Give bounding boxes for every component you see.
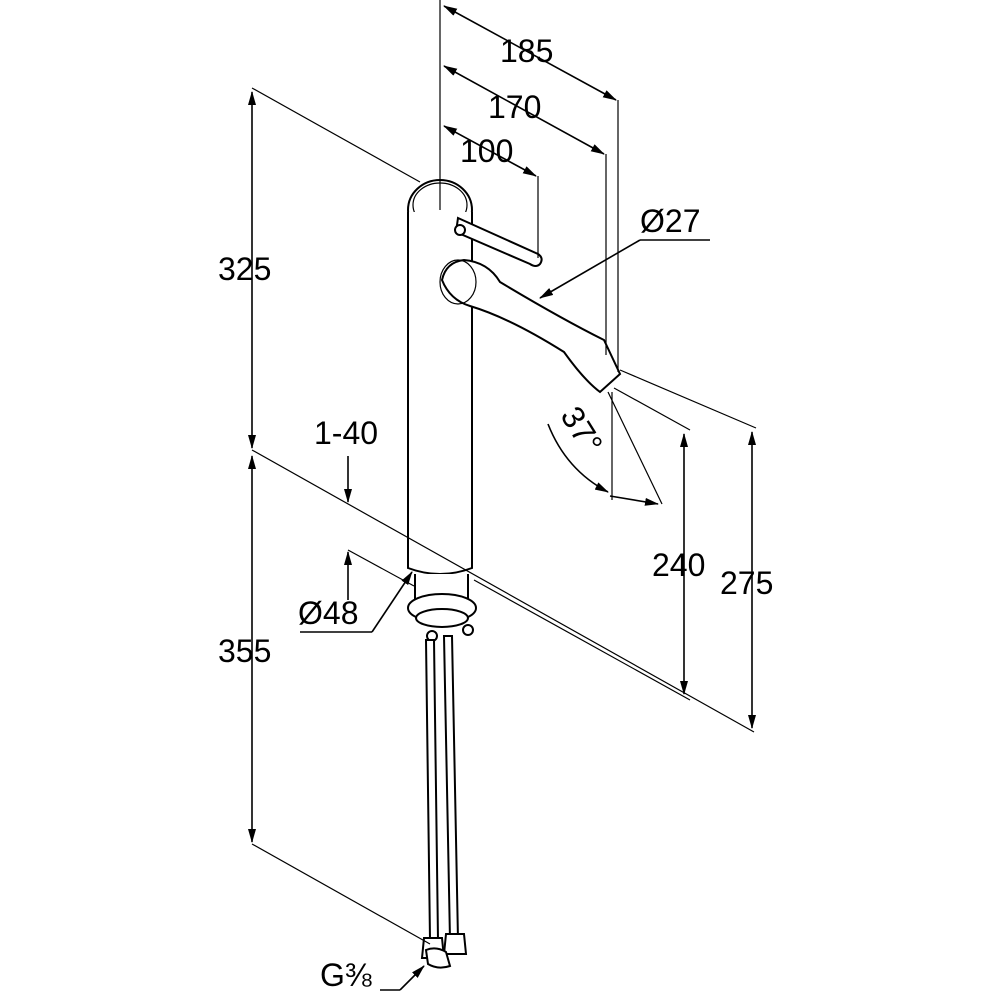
dimension-labels: 185 170 100 Ø27 325 1-40 37° Ø48 240 275… — [218, 33, 773, 993]
spout-joint — [439, 259, 477, 305]
supply-hose-left — [424, 639, 440, 941]
dim-dia48: Ø48 — [298, 595, 358, 631]
column — [407, 212, 473, 575]
base-nut — [415, 608, 469, 628]
faucet-body — [407, 179, 622, 969]
dim-185: 185 — [500, 33, 553, 69]
dim-g3-8: G⅜ — [320, 957, 372, 993]
supply-hose-right — [442, 635, 460, 941]
dim-1-40: 1-40 — [314, 415, 378, 451]
dim-240: 240 — [652, 547, 705, 583]
hose-connector-right — [442, 933, 468, 955]
dim-100: 100 — [460, 133, 513, 169]
spout — [440, 258, 622, 394]
dim-dia27: Ø27 — [640, 203, 700, 239]
lever-handle — [454, 216, 543, 267]
dim-355: 355 — [218, 633, 271, 669]
hose-nut — [424, 947, 452, 969]
lever-pivot — [454, 224, 466, 236]
dim-170: 170 — [488, 89, 541, 125]
dim-275: 275 — [720, 565, 773, 601]
dim-325: 325 — [218, 251, 271, 287]
dimension-lines — [248, 0, 757, 991]
fixing-bolt — [462, 624, 474, 636]
